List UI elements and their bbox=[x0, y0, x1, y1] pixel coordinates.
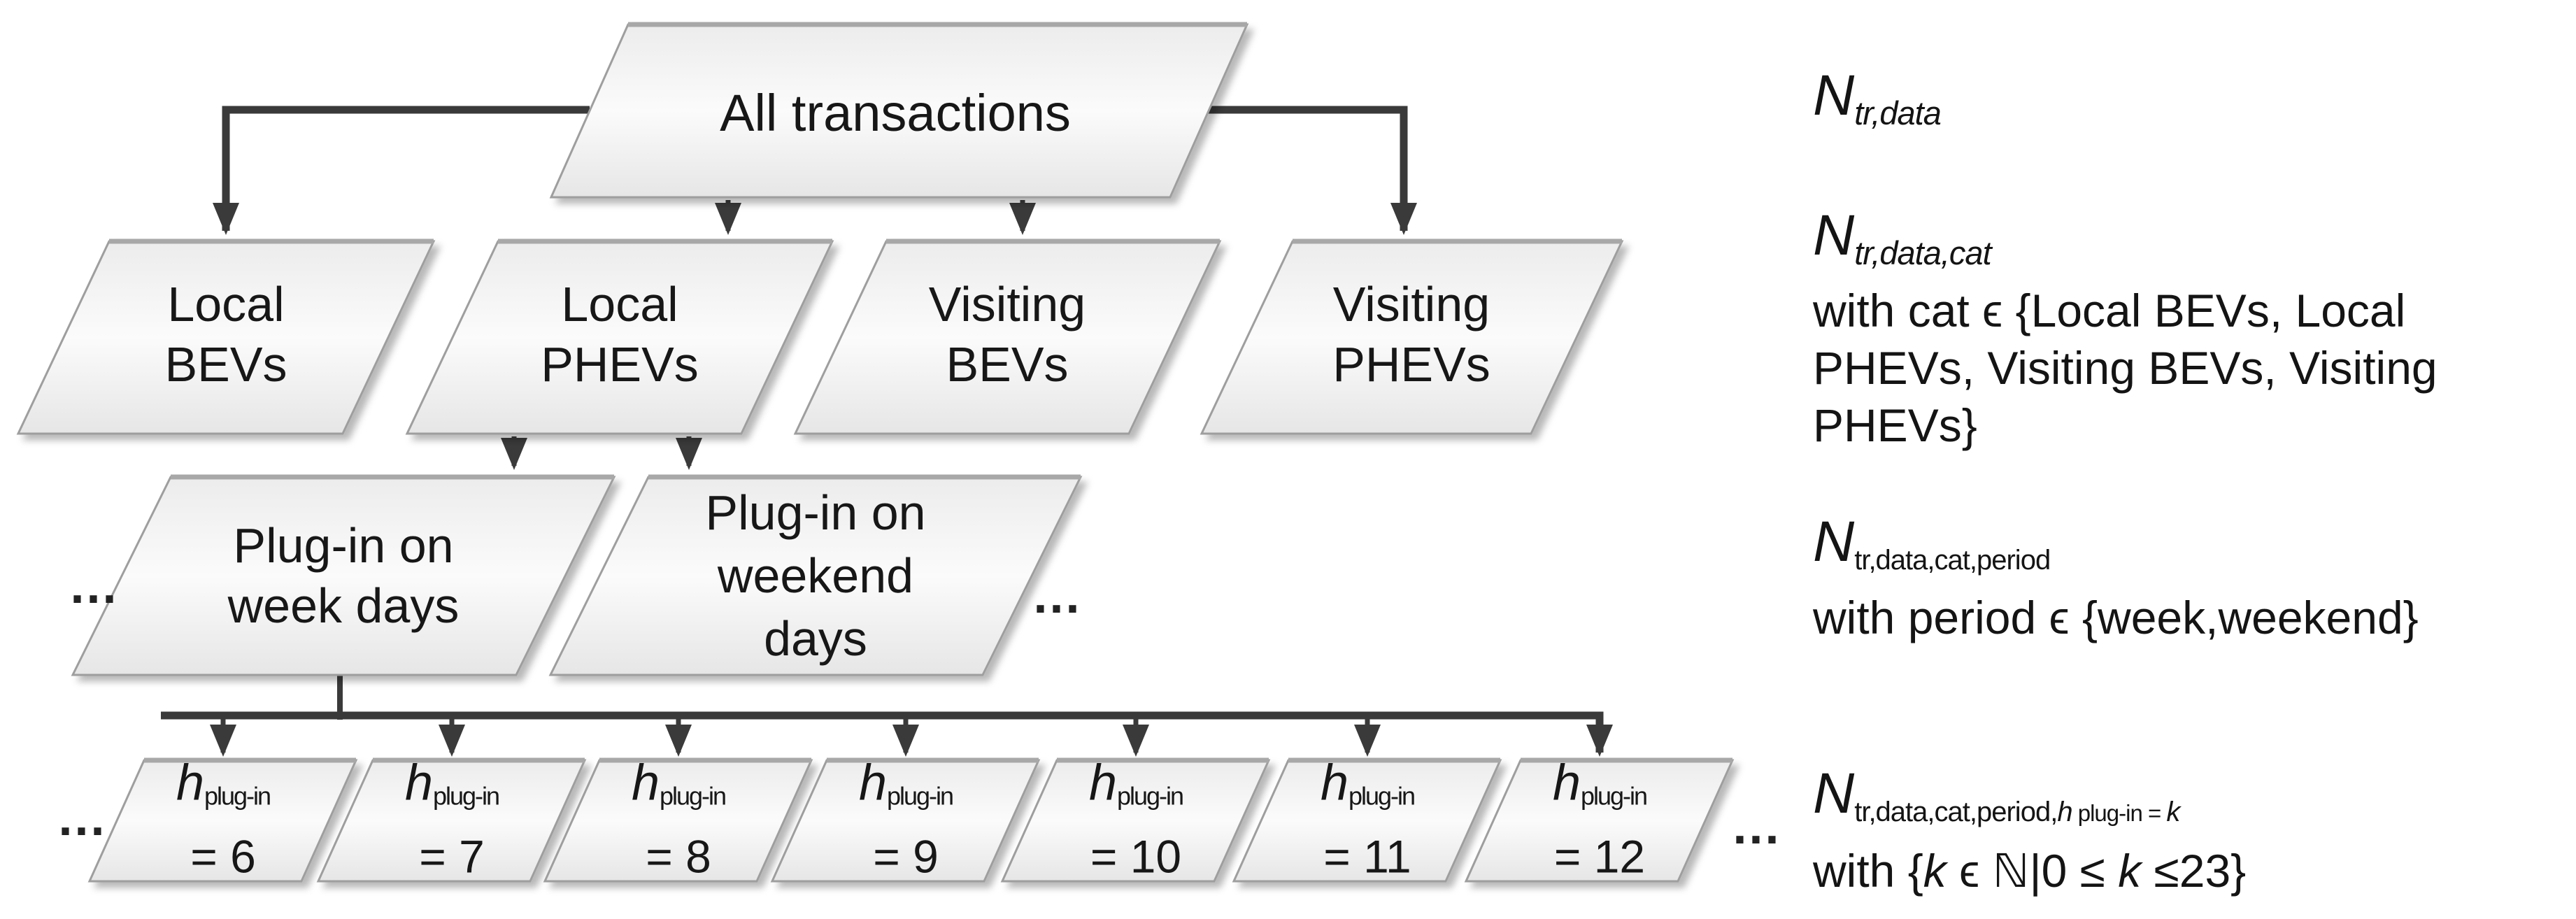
node-hour-10: hplug-in = 10 bbox=[1088, 753, 1184, 887]
node-visiting-phevs: Visiting PHEVs bbox=[1332, 274, 1490, 394]
annotation-n-tr-data: Ntr,data bbox=[1813, 64, 1942, 142]
h-variable: h bbox=[404, 755, 433, 811]
annotation-k-set-line: with {k ϵ ℕ|0 ≤ k ≤23} bbox=[1813, 842, 2246, 899]
n-subscript-prefix: tr,data,cat,period, bbox=[1854, 797, 2058, 827]
node-local-phevs: Local PHEVs bbox=[541, 274, 699, 394]
annotation-n-tr-data-cat-line: Ntr,data,cat bbox=[1813, 207, 2438, 282]
node-hour-9: hplug-in = 9 bbox=[858, 753, 954, 887]
node-local-phevs-line1: Local bbox=[561, 277, 678, 332]
node-visiting-phevs-line1: Visiting bbox=[1332, 277, 1490, 332]
node-plug-in-weekend-days-line2: weekend bbox=[717, 548, 914, 603]
h-variable: h bbox=[2057, 797, 2072, 827]
node-shapes bbox=[16, 22, 1735, 883]
ellipsis-periods-right: ... bbox=[1033, 568, 1082, 624]
node-hour-10-value: = 10 bbox=[1090, 830, 1182, 883]
node-hour-7-var-line: hplug-in bbox=[404, 753, 500, 827]
n-subscript-plug-in: plug-in = bbox=[2072, 800, 2167, 826]
k-set-part3: ≤23} bbox=[2141, 845, 2247, 897]
h-variable: h bbox=[1088, 755, 1117, 811]
annotation-n-tr-data-cat-period-line: Ntr,data,cat,period bbox=[1813, 513, 2419, 589]
n-subscript: tr,data,cat,period bbox=[1854, 545, 2051, 576]
h-subscript: plug-in bbox=[659, 781, 727, 811]
h-variable: h bbox=[631, 755, 660, 811]
n-symbol: N bbox=[1813, 204, 1855, 267]
k-variable: k bbox=[1923, 845, 1947, 897]
h-subscript: plug-in bbox=[886, 781, 954, 811]
node-hour-9-value: = 9 bbox=[873, 830, 939, 883]
ellipsis-hours-left: ... bbox=[58, 790, 107, 846]
k-set-part2: ϵ ℕ|0 ≤ bbox=[1946, 845, 2119, 897]
node-visiting-bevs-line1: Visiting bbox=[928, 277, 1086, 332]
annotation-period-set-line: with period ϵ {week,weekend} bbox=[1813, 592, 2419, 643]
node-hour-7-value: = 7 bbox=[419, 830, 485, 883]
node-hour-11-value: = 11 bbox=[1323, 830, 1411, 883]
h-subscript: plug-in bbox=[204, 781, 271, 811]
node-hour-7: hplug-in = 7 bbox=[404, 753, 500, 887]
n-subscript: tr,data,cat,period,h plug-in = k bbox=[1854, 797, 2180, 827]
ellipsis-hours-right: ... bbox=[1732, 799, 1781, 855]
node-hour-8-var-line: hplug-in bbox=[631, 753, 727, 827]
node-hour-11-var-line: hplug-in bbox=[1320, 753, 1416, 827]
h-variable: h bbox=[176, 755, 204, 811]
h-subscript: plug-in bbox=[432, 781, 500, 811]
annotation-n-tr-data-line: Ntr,data bbox=[1813, 64, 1942, 142]
node-hour-12-var-line: hplug-in bbox=[1552, 753, 1648, 827]
node-visiting-bevs-line2: BEVs bbox=[946, 337, 1069, 392]
h-variable: h bbox=[1552, 755, 1581, 811]
node-visiting-bevs: Visiting BEVs bbox=[929, 274, 1086, 394]
node-all-transactions: All transactions bbox=[720, 85, 1071, 141]
k-set-part1: with { bbox=[1813, 845, 1923, 897]
node-hour-6-value: = 6 bbox=[190, 830, 256, 883]
k-variable: k bbox=[2118, 845, 2142, 897]
node-plug-in-weekend-days-line1: Plug-in on bbox=[705, 485, 926, 540]
node-plug-in-weekend-days: Plug-in on weekend days bbox=[705, 481, 925, 670]
node-plug-in-week-days: Plug-in on week days bbox=[228, 515, 460, 636]
node-local-bevs-line2: BEVs bbox=[164, 337, 287, 392]
connector-hour-bus bbox=[161, 711, 1613, 757]
node-hour-10-var-line: hplug-in bbox=[1088, 753, 1184, 827]
h-subscript: plug-in bbox=[1116, 781, 1184, 811]
h-variable: h bbox=[858, 755, 887, 811]
node-hour-6-var-line: hplug-in bbox=[176, 753, 271, 827]
k-variable: k bbox=[2166, 797, 2180, 827]
h-subscript: plug-in bbox=[1348, 781, 1416, 811]
connectors bbox=[161, 106, 1613, 757]
annotation-n-tr-data-cat-period-h: Ntr,data,cat,period,h plug-in = k with {… bbox=[1813, 765, 2246, 899]
connector-root-to-visiting-phevs bbox=[1204, 106, 1417, 235]
n-symbol: N bbox=[1813, 762, 1855, 825]
node-all-transactions-label: All transactions bbox=[720, 84, 1071, 142]
ellipsis-periods-left: ... bbox=[70, 558, 119, 614]
annotation-cat-set-line1: with cat ϵ {Local BEVs, Local bbox=[1813, 285, 2406, 336]
n-symbol: N bbox=[1813, 510, 1855, 574]
n-subscript: tr,data bbox=[1854, 94, 1942, 131]
node-plug-in-week-days-line1: Plug-in on bbox=[233, 518, 454, 573]
node-hour-12: hplug-in = 12 bbox=[1552, 753, 1648, 887]
h-subscript: plug-in bbox=[1580, 781, 1648, 811]
annotation-cat-set-line3: PHEVs} bbox=[1813, 399, 1977, 451]
node-hour-8: hplug-in = 8 bbox=[631, 753, 727, 887]
node-hour-12-value: = 12 bbox=[1553, 830, 1646, 883]
node-hour-6: hplug-in = 6 bbox=[176, 753, 271, 887]
node-local-phevs-line2: PHEVs bbox=[541, 337, 699, 392]
node-local-bevs-line1: Local bbox=[167, 277, 285, 332]
node-visiting-phevs-line2: PHEVs bbox=[1332, 337, 1490, 392]
node-hour-11: hplug-in = 11 bbox=[1320, 753, 1416, 887]
annotation-cat-set-line2: PHEVs, Visiting BEVs, Visiting bbox=[1813, 342, 2438, 394]
node-local-bevs: Local BEVs bbox=[164, 274, 287, 394]
annotation-n-tr-data-cat-period-h-line: Ntr,data,cat,period,h plug-in = k bbox=[1813, 765, 2246, 842]
connector-root-to-local-bevs bbox=[213, 106, 590, 235]
n-subscript: tr,data,cat bbox=[1854, 234, 1991, 271]
node-hour-8-value: = 8 bbox=[646, 830, 711, 883]
node-plug-in-week-days-line2: week days bbox=[227, 578, 460, 633]
h-variable: h bbox=[1320, 755, 1349, 811]
n-symbol: N bbox=[1813, 64, 1855, 127]
node-plug-in-weekend-days-line3: days bbox=[764, 611, 867, 666]
annotation-n-tr-data-cat-period: Ntr,data,cat,period with period ϵ {week,… bbox=[1813, 513, 2419, 646]
node-hour-9-var-line: hplug-in bbox=[858, 753, 954, 827]
annotation-n-tr-data-cat: Ntr,data,cat with cat ϵ {Local BEVs, Loc… bbox=[1813, 207, 2438, 454]
